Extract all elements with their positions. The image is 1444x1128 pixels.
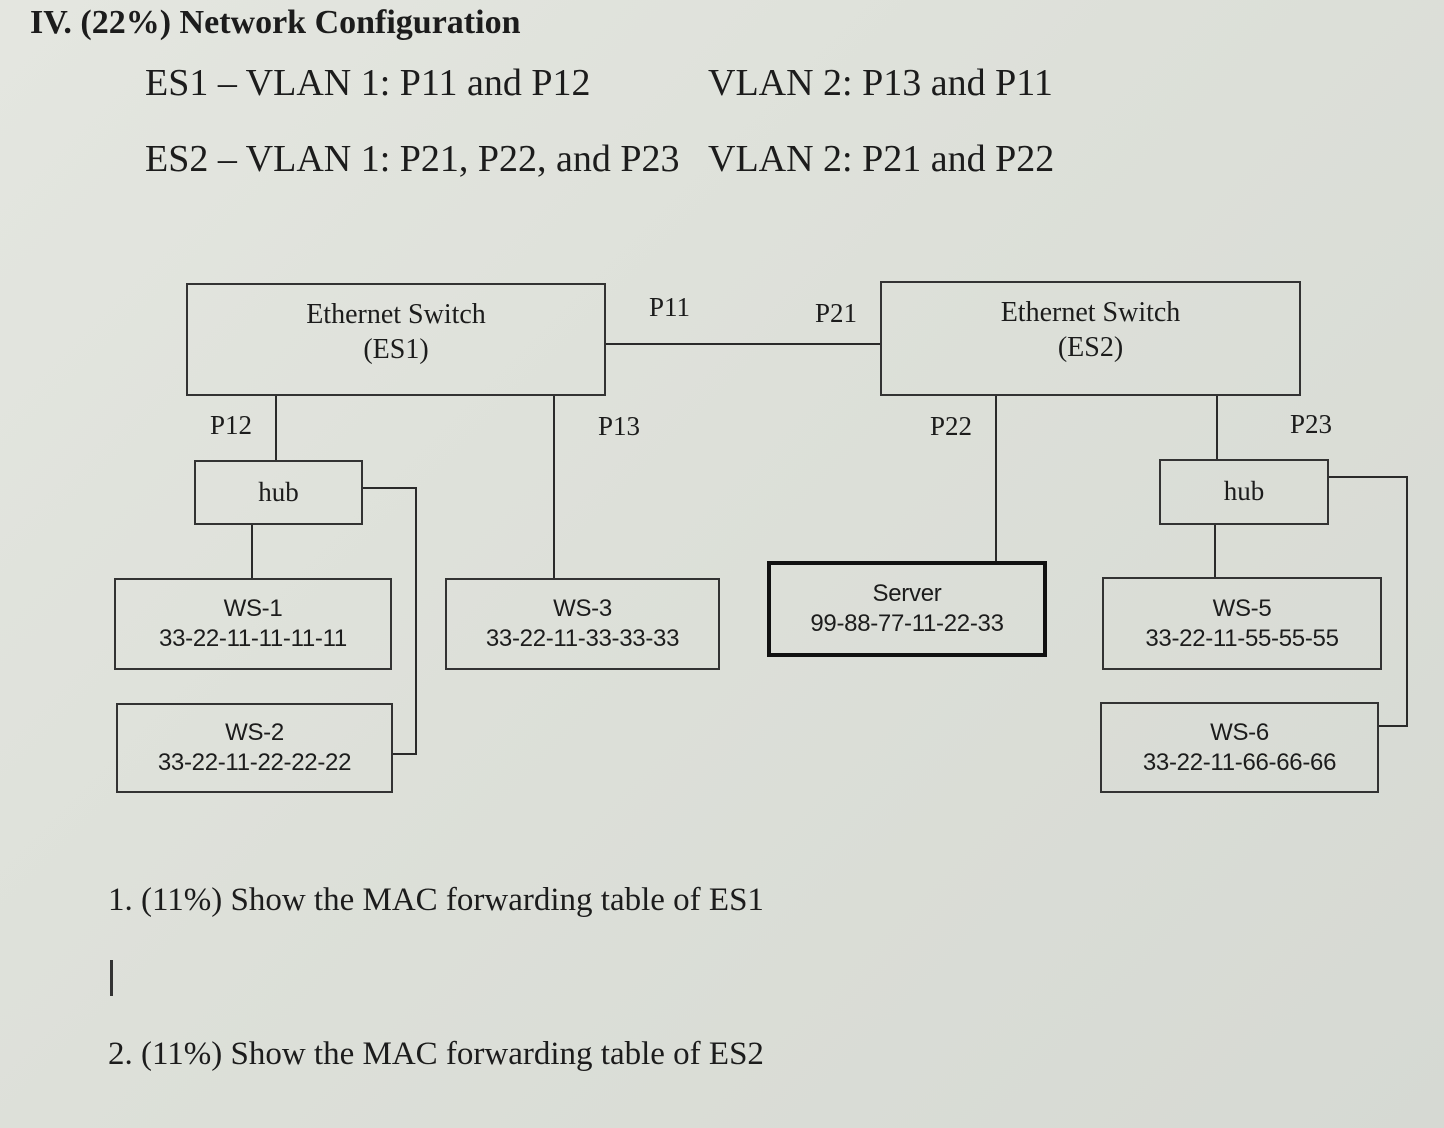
server-mac: 99-88-77-11-22-33 [810, 610, 1004, 637]
workstation-ws2: WS-2 33-22-11-22-22-22 [116, 703, 393, 793]
question-1: 1. (11%) Show the MAC forwarding table o… [108, 882, 764, 918]
es2-label-line2: (ES2) [1057, 332, 1124, 363]
port-label-p21: P21 [815, 298, 858, 328]
workstation-ws1: WS-1 33-22-11-11-11-11 [114, 578, 392, 670]
ws1-mac: 33-22-11-11-11-11 [159, 625, 347, 652]
server-node: Server 99-88-77-11-22-33 [767, 561, 1047, 657]
hub-left: hub [194, 460, 363, 525]
hub-right: hub [1159, 459, 1329, 525]
section-title: IV. (22%) Network Configuration [30, 4, 521, 41]
ws2-mac: 33-22-11-22-22-22 [157, 749, 352, 776]
ws3-mac: 33-22-11-33-33-33 [485, 625, 680, 652]
ws2-name: WS-2 [225, 719, 284, 746]
es1-vlan2-text: VLAN 2: P13 and P11 [708, 62, 1053, 104]
workstation-ws6: WS-6 33-22-11-66-66-66 [1100, 702, 1379, 793]
port-label-p22: P22 [930, 411, 973, 441]
hub-right-label: hub [1223, 476, 1265, 507]
text-cursor[interactable] [110, 960, 113, 996]
es2-vlan2-text: VLAN 2: P21 and P22 [708, 138, 1055, 180]
ws5-mac: 33-22-11-55-55-55 [1145, 624, 1339, 652]
ethernet-switch-es2: Ethernet Switch (ES2) [880, 281, 1301, 396]
ethernet-switch-es1: Ethernet Switch (ES1) [186, 283, 606, 396]
link-hub-ws2 [362, 487, 417, 755]
port-label-p13: P13 [598, 411, 641, 441]
ws3-name: WS-3 [553, 595, 612, 622]
es1-vlan1-text: ES1 – VLAN 1: P11 and P12 [145, 62, 591, 104]
workstation-ws5: WS-5 33-22-11-55-55-55 [1102, 577, 1382, 670]
workstation-ws3: WS-3 33-22-11-33-33-33 [445, 578, 720, 670]
ws5-name: WS-5 [1212, 594, 1272, 622]
link-hub-ws6 [1328, 476, 1408, 727]
hub-left-label: hub [258, 476, 299, 507]
port-label-p23: P23 [1290, 409, 1333, 439]
es2-label-line1: Ethernet Switch [1000, 297, 1181, 328]
ws6-mac: 33-22-11-66-66-66 [1142, 748, 1337, 776]
port-label-p12: P12 [210, 410, 253, 440]
port-label-p11: P11 [649, 292, 691, 322]
ws1-name: WS-1 [223, 595, 283, 622]
server-name: Server [872, 580, 942, 607]
question-2: 2. (11%) Show the MAC forwarding table o… [108, 1036, 764, 1072]
ws6-name: WS-6 [1210, 718, 1269, 746]
es1-label-line2: (ES1) [363, 334, 429, 365]
es2-vlan1-text: ES2 – VLAN 1: P21, P22, and P23 [145, 138, 680, 180]
es1-label-line1: Ethernet Switch [306, 299, 486, 330]
